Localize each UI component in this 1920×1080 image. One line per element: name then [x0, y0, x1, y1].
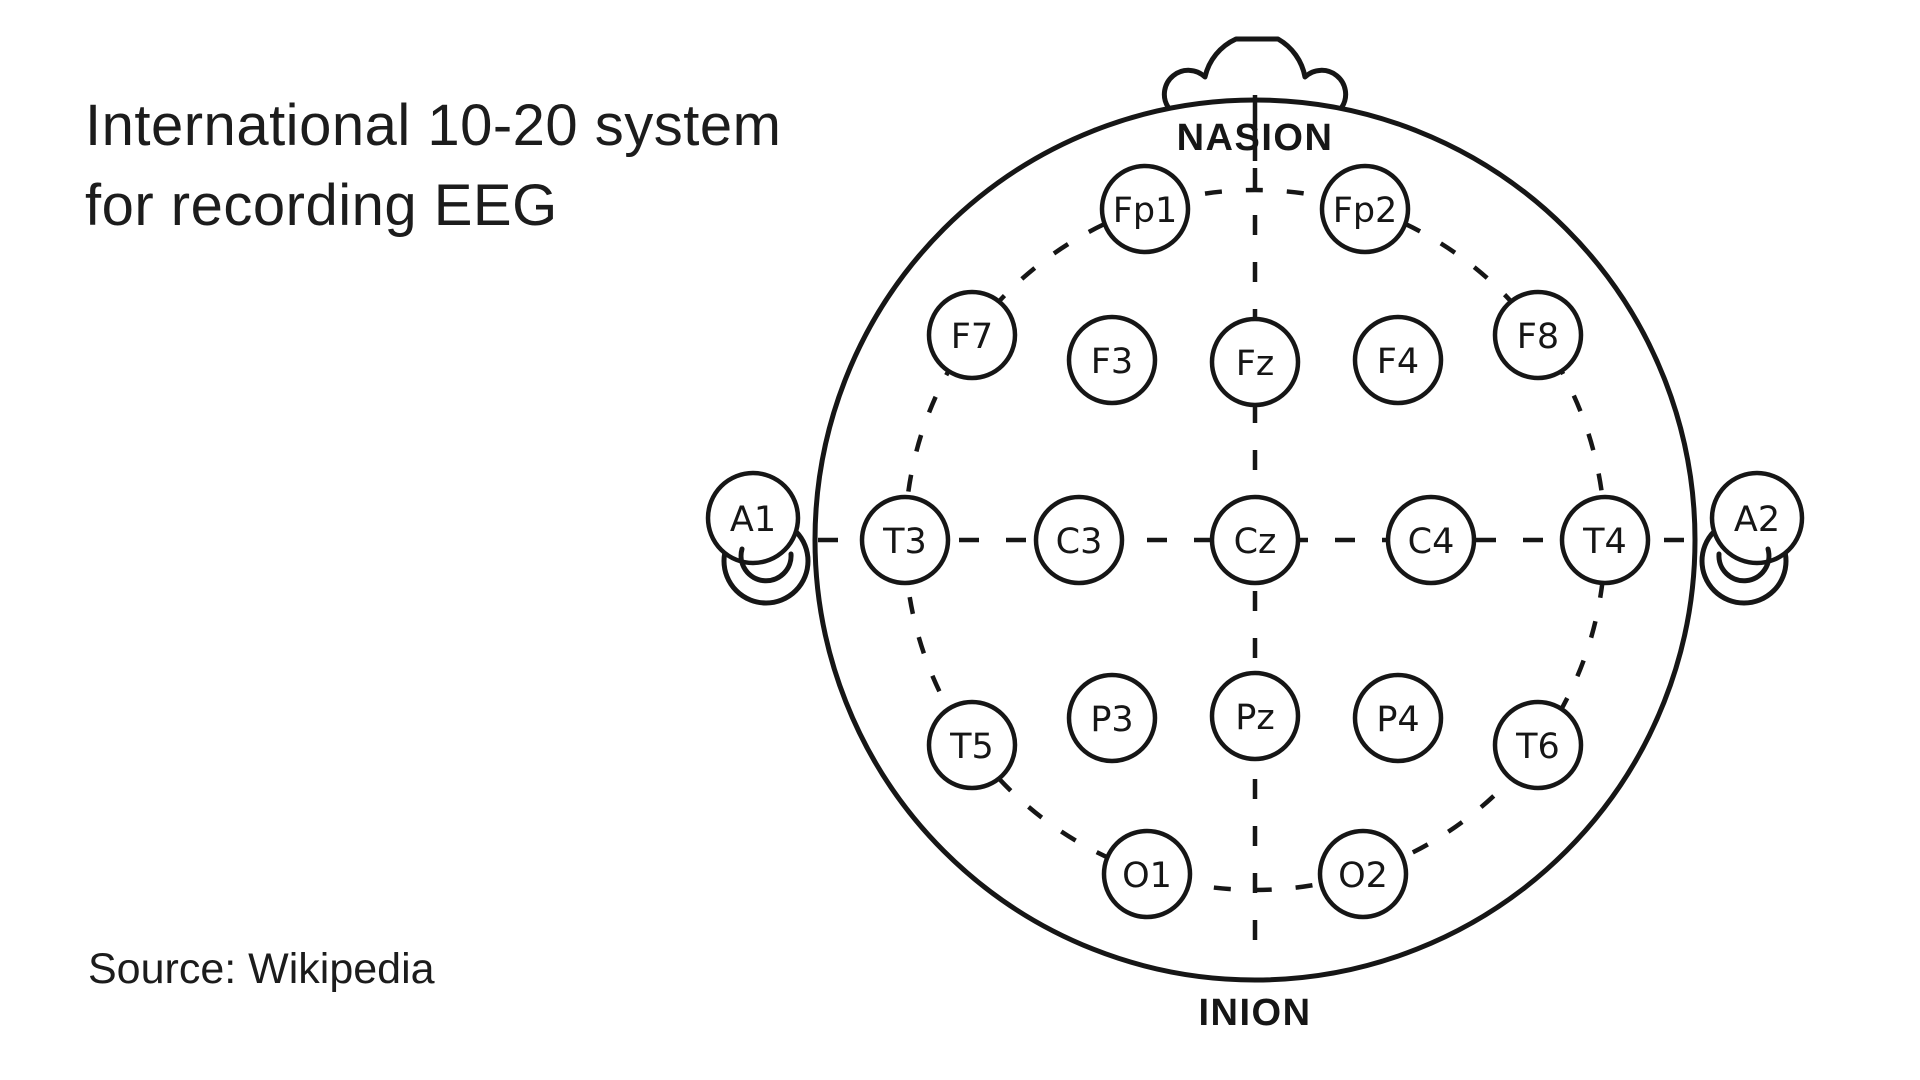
- electrode-label-O2: O2: [1338, 856, 1388, 896]
- electrode-P4: [1352, 672, 1444, 764]
- electrode-label-T6: T6: [1515, 727, 1560, 767]
- electrode-label-Fp1: Fp1: [1113, 191, 1178, 231]
- electrode-Pz: [1209, 670, 1301, 762]
- electrode-label-O1: O1: [1122, 856, 1172, 896]
- electrode-A2: [1709, 470, 1805, 566]
- electrode-label-C3: C3: [1056, 522, 1103, 562]
- electrode-T5: [926, 699, 1018, 791]
- electrode-label-F3: F3: [1091, 342, 1133, 382]
- electrode-label-Fp2: Fp2: [1333, 191, 1398, 231]
- electrode-A1: [705, 470, 801, 566]
- electrode-label-F7: F7: [951, 317, 993, 357]
- electrode-O1: [1101, 828, 1193, 920]
- electrode-Fz: [1209, 316, 1301, 408]
- electrode-label-F4: F4: [1377, 342, 1419, 382]
- electrode-F8: [1492, 289, 1584, 381]
- inion-label: INION: [1198, 992, 1311, 1034]
- right-ear-inner-arc: [1716, 546, 1772, 584]
- electrode-Cz: [1209, 494, 1301, 586]
- nose: [1161, 36, 1349, 110]
- electrode-label-P4: P4: [1376, 700, 1419, 740]
- electrode-T3: [859, 494, 951, 586]
- slide-title: International 10-20 system for recording…: [85, 86, 781, 246]
- electrode-F3: [1066, 314, 1158, 406]
- electrode-C3: [1033, 494, 1125, 586]
- electrode-label-C4: C4: [1408, 522, 1455, 562]
- electrode-label-A1: A1: [730, 500, 776, 540]
- electrode-C4: [1385, 494, 1477, 586]
- slide-title-line2: for recording EEG: [85, 173, 558, 238]
- electrode-Fp1: [1099, 163, 1191, 255]
- slide-title-line1: International 10-20 system: [85, 93, 782, 158]
- electrode-T6: [1492, 699, 1584, 791]
- electrode-label-F8: F8: [1517, 317, 1559, 357]
- electrode-label-T3: T3: [882, 522, 927, 562]
- electrode-F4: [1352, 314, 1444, 406]
- source-attribution: Source: Wikipedia: [88, 945, 435, 993]
- electrode-label-Pz: Pz: [1235, 698, 1274, 738]
- electrode-T4: [1559, 494, 1651, 586]
- electrode-O2: [1317, 828, 1409, 920]
- electrode-label-T4: T4: [1582, 522, 1627, 562]
- nasion-label: NASION: [1177, 117, 1334, 159]
- electrode-label-A2: A2: [1734, 500, 1780, 540]
- electrode-label-P3: P3: [1090, 700, 1133, 740]
- electrode-Fp2: [1319, 163, 1411, 255]
- electrode-label-T5: T5: [949, 727, 994, 767]
- electrode-label-Cz: Cz: [1234, 522, 1277, 562]
- electrode-F7: [926, 289, 1018, 381]
- left-ear-inner-arc: [738, 546, 794, 584]
- electrode-P3: [1066, 672, 1158, 764]
- electrode-label-Fz: Fz: [1236, 344, 1275, 384]
